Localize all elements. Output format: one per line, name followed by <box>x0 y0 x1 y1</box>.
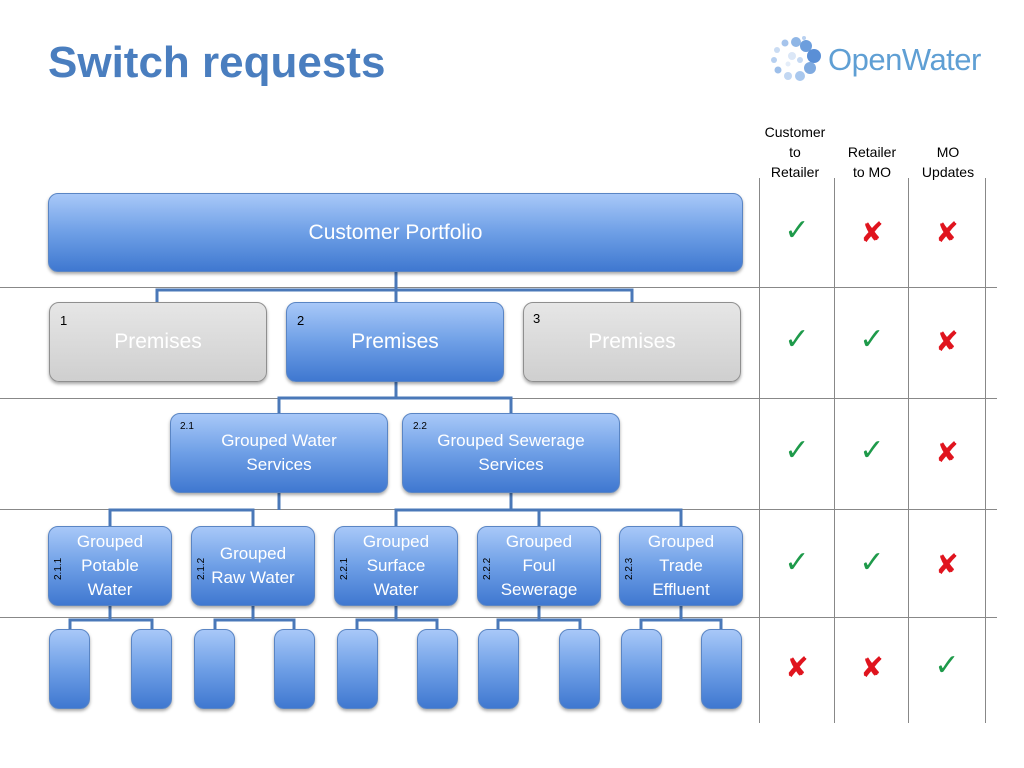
column-header-mo-updates: MO Updates <box>921 144 975 180</box>
cross-icon: ✘ <box>935 326 959 357</box>
grouped-foul-sewerage-box: Grouped Foul Sewerage <box>477 526 601 606</box>
column-header-customer-to-retailer: Customer to Retailer <box>764 124 826 180</box>
grouped-trade-effluent-box: Grouped Trade Effluent <box>619 526 743 606</box>
grid-divider <box>759 178 760 723</box>
customer-portfolio-box: Customer Portfolio <box>48 193 743 272</box>
row-divider <box>0 617 997 618</box>
premises-box-2: Premises <box>286 302 504 382</box>
cross-icon: ✘ <box>860 652 884 683</box>
supply-point-box <box>559 629 600 709</box>
grouped-raw-water-box: Grouped Raw Water <box>191 526 315 606</box>
logo-wordmark: OpenWater <box>828 42 981 77</box>
supply-point-box <box>274 629 315 709</box>
grouped-water-services-box: Grouped Water Services <box>170 413 388 493</box>
supply-point-box <box>337 629 378 709</box>
grouped-foul-sewerage-number: 2.2.2 <box>482 557 493 580</box>
supply-point-box <box>417 629 458 709</box>
grouped-potable-water-box: Grouped Potable Water <box>48 526 172 606</box>
tick-icon: ✓ <box>784 323 810 356</box>
page-title: Switch requests <box>48 38 386 87</box>
premises-box-3: Premises <box>523 302 741 382</box>
cross-icon: ✘ <box>935 549 959 580</box>
grouped-potable-water-number: 2.1.1 <box>53 557 64 580</box>
supply-point-box <box>701 629 742 709</box>
premises-number-3: 3 <box>533 311 541 326</box>
premises-number-2: 2 <box>297 313 305 328</box>
grouped-sewerage-services-number: 2.2 <box>413 421 427 432</box>
cross-icon: ✘ <box>935 217 959 248</box>
cross-icon: ✘ <box>860 217 884 248</box>
tick-icon: ✓ <box>859 546 885 579</box>
column-header-retailer-to-mo: Retailer to MO <box>847 144 897 180</box>
openwater-logo: OpenWater <box>766 32 996 90</box>
tick-icon: ✓ <box>859 323 885 356</box>
grid-divider <box>908 178 909 723</box>
tick-icon: ✓ <box>784 546 810 579</box>
supply-point-box <box>478 629 519 709</box>
supply-point-box <box>194 629 235 709</box>
grouped-surface-water-number: 2.2.1 <box>339 557 350 580</box>
supply-point-box <box>131 629 172 709</box>
grouped-trade-effluent-number: 2.2.3 <box>624 557 635 580</box>
grouped-sewerage-services-box: Grouped Sewerage Services <box>402 413 620 493</box>
grouped-water-services-number: 2.1 <box>180 421 194 432</box>
grid-divider <box>985 178 986 723</box>
bubbles-icon <box>771 36 821 81</box>
supply-point-box <box>621 629 662 709</box>
grouped-raw-water-number: 2.1.2 <box>196 557 207 580</box>
supply-point-box <box>49 629 90 709</box>
tick-icon: ✓ <box>859 434 885 467</box>
grouped-surface-water-box: Grouped Surface Water <box>334 526 458 606</box>
tick-icon: ✓ <box>784 214 810 247</box>
grid-divider <box>834 178 835 723</box>
premises-box-1: Premises <box>49 302 267 382</box>
cross-icon: ✘ <box>785 652 809 683</box>
premises-number-1: 1 <box>60 313 68 328</box>
cross-icon: ✘ <box>935 437 959 468</box>
tick-icon: ✓ <box>934 649 960 682</box>
row-divider <box>0 287 997 288</box>
tick-icon: ✓ <box>784 434 810 467</box>
